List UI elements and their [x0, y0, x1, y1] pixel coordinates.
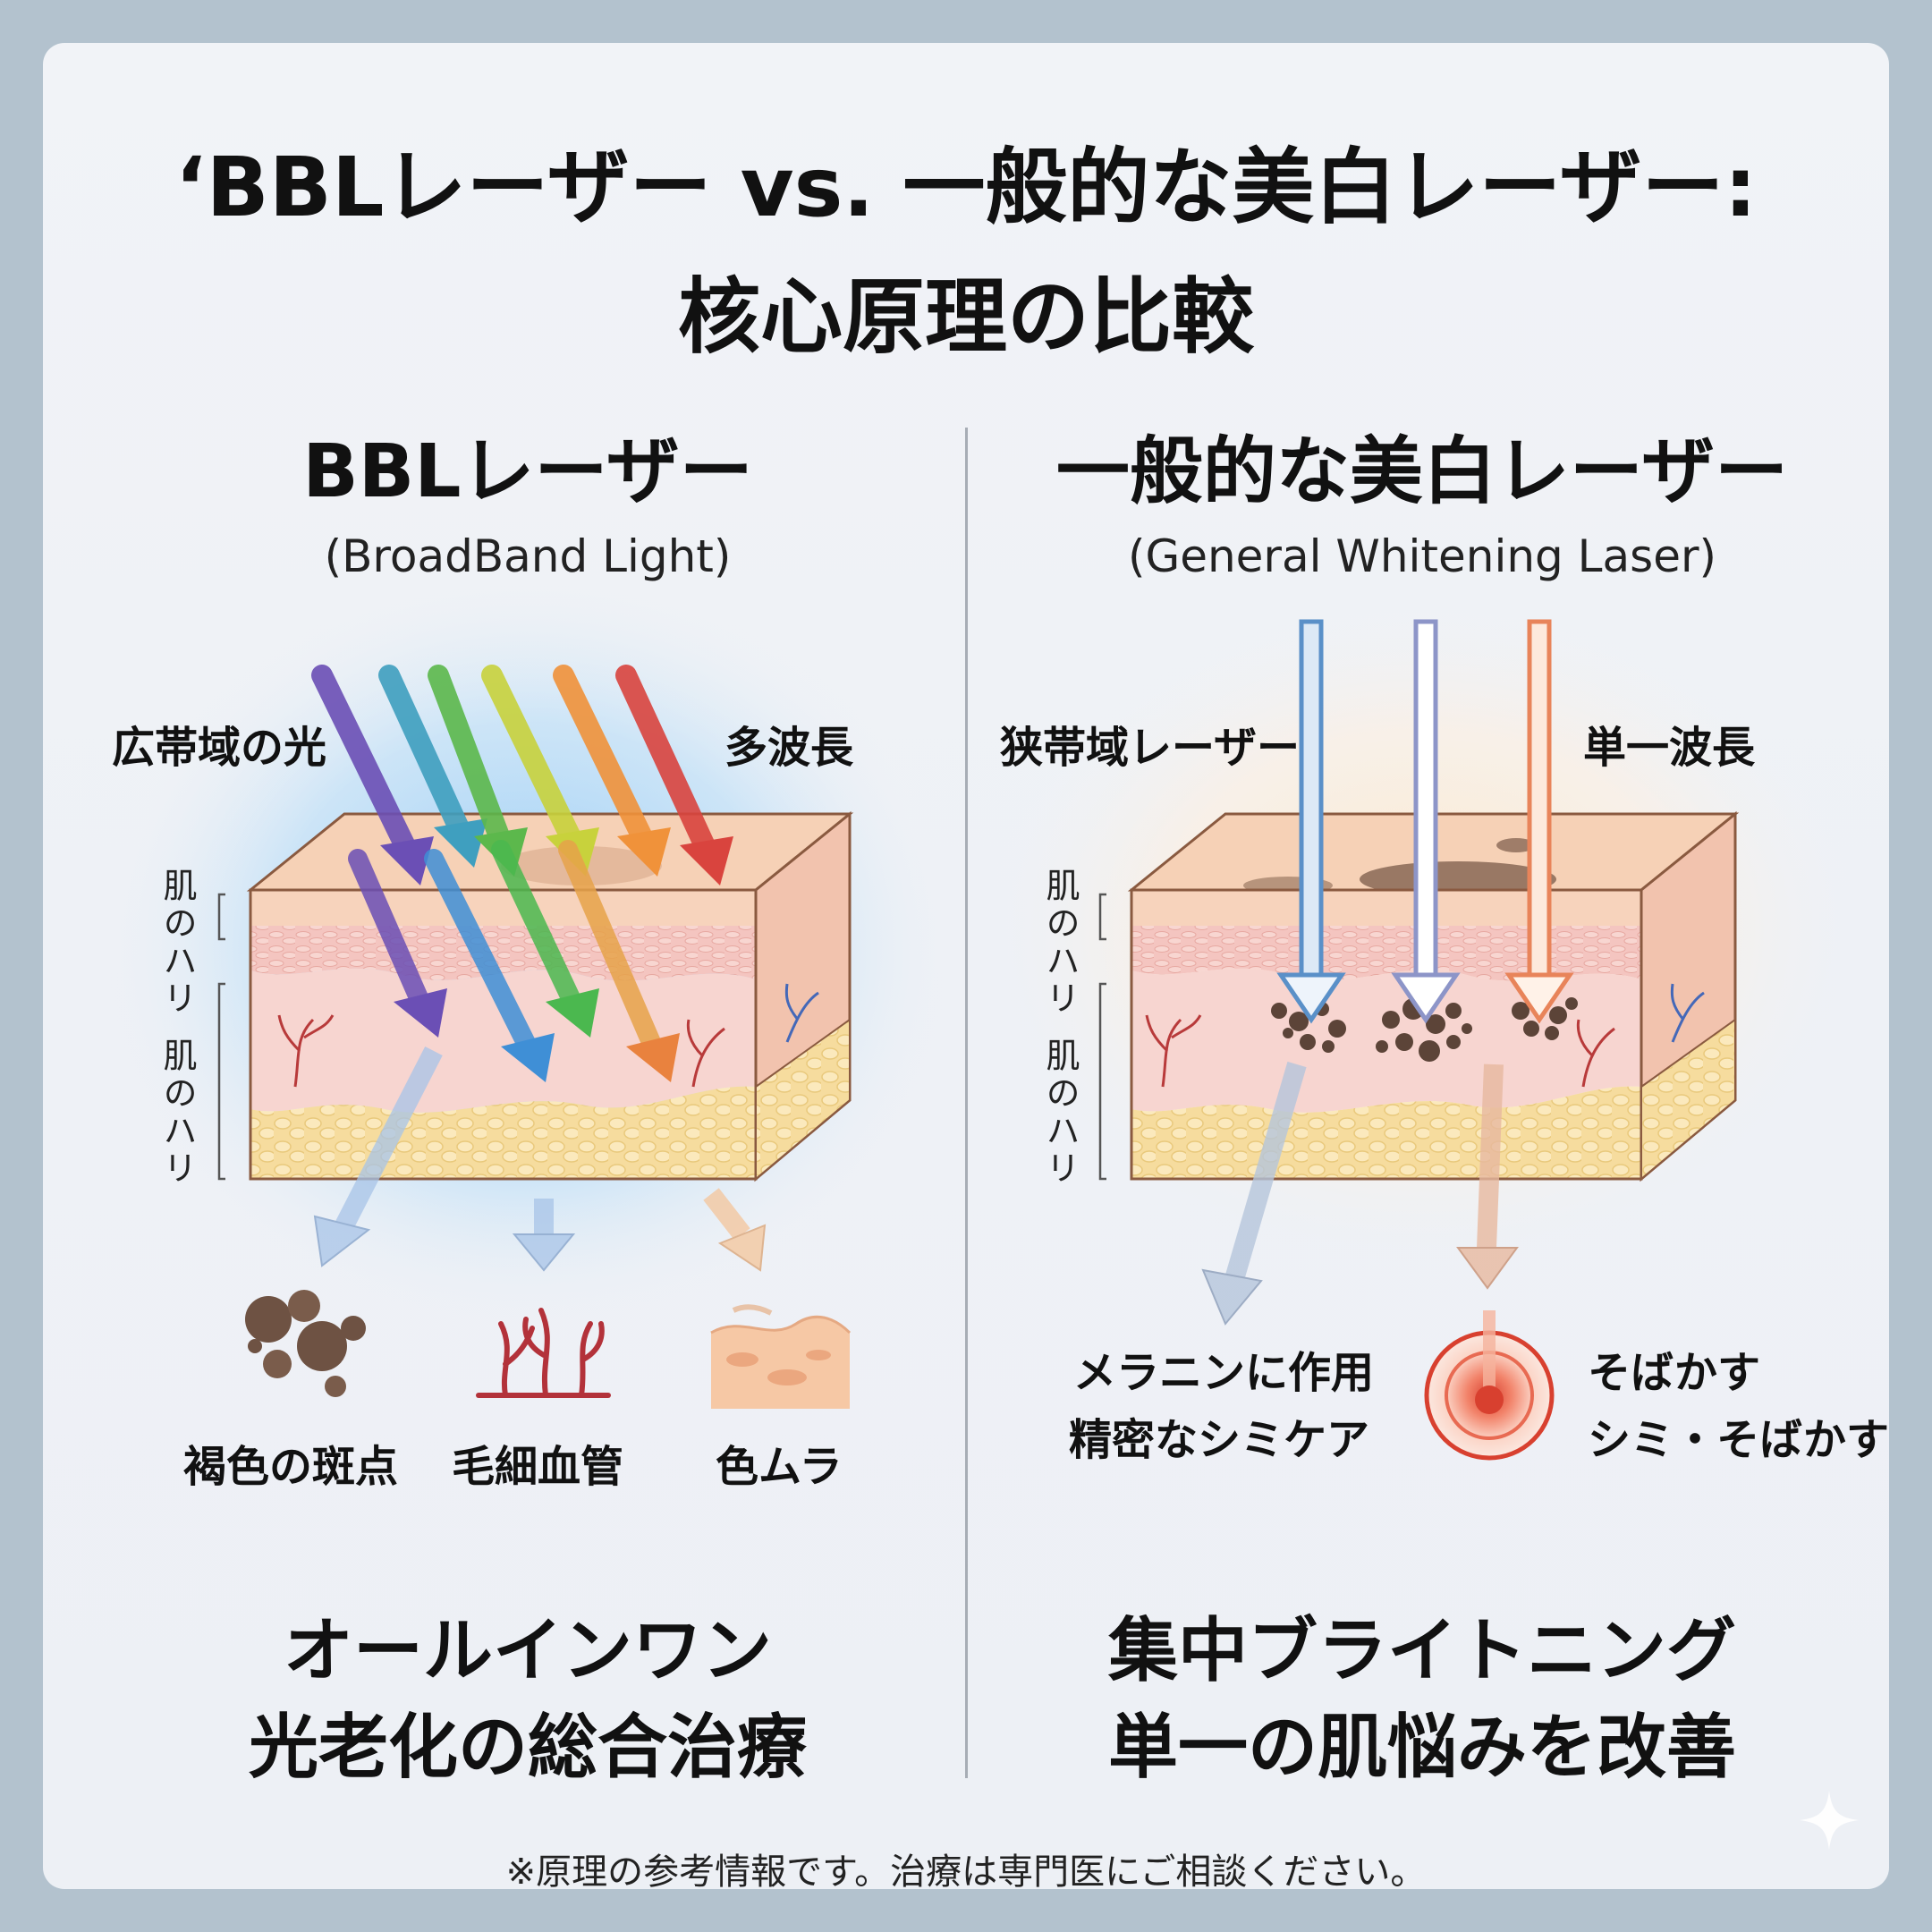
right-label-single-wavelength: 単一波長	[1583, 723, 1756, 773]
target-label-uneven-tone: 色ムラ	[716, 1442, 843, 1492]
right-caption-line-2: 単一の肌悩みを改善	[1107, 1707, 1736, 1788]
left-caption-line-1: オールインワン	[283, 1611, 772, 1691]
right-skin-block	[1127, 810, 1740, 1182]
left-down-arrows	[313, 1046, 767, 1272]
right-result-right-line-2: シミ・そばかす	[1588, 1415, 1889, 1465]
right-subheading: (General Whitening Laser)	[1127, 530, 1717, 582]
layer-brackets	[217, 893, 1106, 1181]
left-heading: BBLレーザー	[302, 429, 753, 514]
right-beams	[1276, 619, 1574, 1024]
uneven-tone-icon	[710, 1304, 852, 1409]
capillary-icon	[476, 1308, 611, 1398]
right-result-right-line-1: そばかす	[1588, 1348, 1760, 1398]
right-layer-label-2: 肌のハリ	[1040, 1038, 1080, 1188]
right-layer-label-1: 肌のハリ	[1040, 868, 1080, 1018]
left-layer-label-1: 肌のハリ	[157, 868, 197, 1018]
sparkle-icon	[1800, 1791, 1859, 1850]
right-result-left-line-1: メラニンに作用	[1073, 1348, 1375, 1398]
right-label-narrowband: 狭帯域レーザー	[1000, 723, 1301, 773]
right-down-arrows	[1201, 1061, 1519, 1326]
target-label-brown-spots: 褐色の斑点	[183, 1442, 399, 1492]
center-divider	[965, 428, 968, 1778]
laser-target-icon	[1424, 1310, 1555, 1461]
left-label-multi-wavelength: 多波長	[724, 723, 854, 773]
left-label-broadband: 広帯域の光	[112, 723, 327, 773]
right-heading: 一般的な美白レーザー	[1055, 429, 1789, 514]
brown-spots-icon	[245, 1290, 366, 1397]
left-caption-line-2: 光老化の総合治療	[248, 1707, 807, 1788]
right-caption-line-1: 集中ブライトニング	[1107, 1611, 1736, 1691]
left-beams	[311, 665, 733, 1082]
left-skin-block	[246, 810, 854, 1182]
title-line-2: 核心原理の比較	[677, 269, 1254, 365]
target-label-capillaries: 毛細血管	[452, 1442, 624, 1492]
right-result-left-line-2: 精密なシミケア	[1069, 1415, 1370, 1465]
footer-disclaimer: ※原理の参考情報です。治療は専門医にご相談ください。	[505, 1852, 1427, 1893]
title-line-1: ‘BBLレーザー vs. 一般的な美白レーザー:	[174, 140, 1758, 235]
left-layer-label-2: 肌のハリ	[157, 1038, 197, 1188]
